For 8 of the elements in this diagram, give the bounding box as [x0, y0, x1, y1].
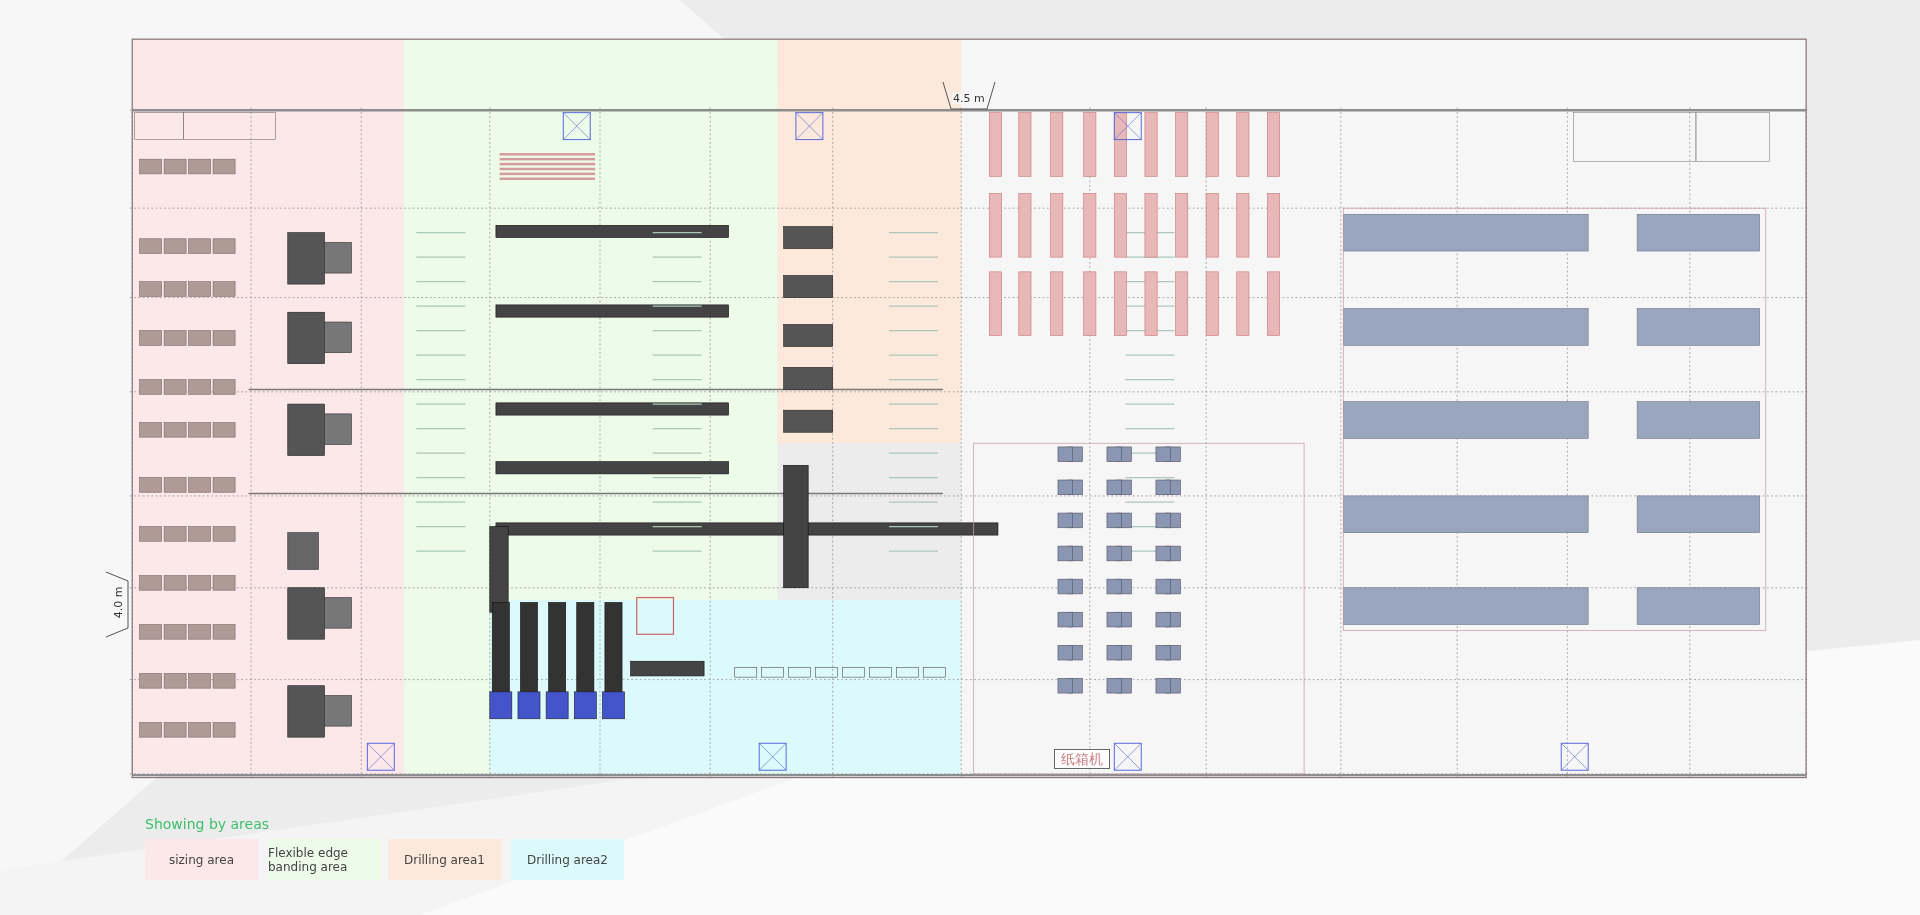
dimension-label: 4.5 m: [952, 93, 986, 104]
machine-label: 纸箱机: [1054, 749, 1110, 769]
legend-swatch: sizing area: [145, 839, 258, 880]
legend-swatch: Flexible edge banding area: [268, 839, 381, 880]
legend-swatch: Drilling area2: [511, 839, 624, 880]
legend-swatch: Drilling area1: [388, 839, 501, 880]
dimension-label: 4.0 m: [113, 586, 125, 619]
legend-title: Showing by areas: [145, 817, 269, 831]
